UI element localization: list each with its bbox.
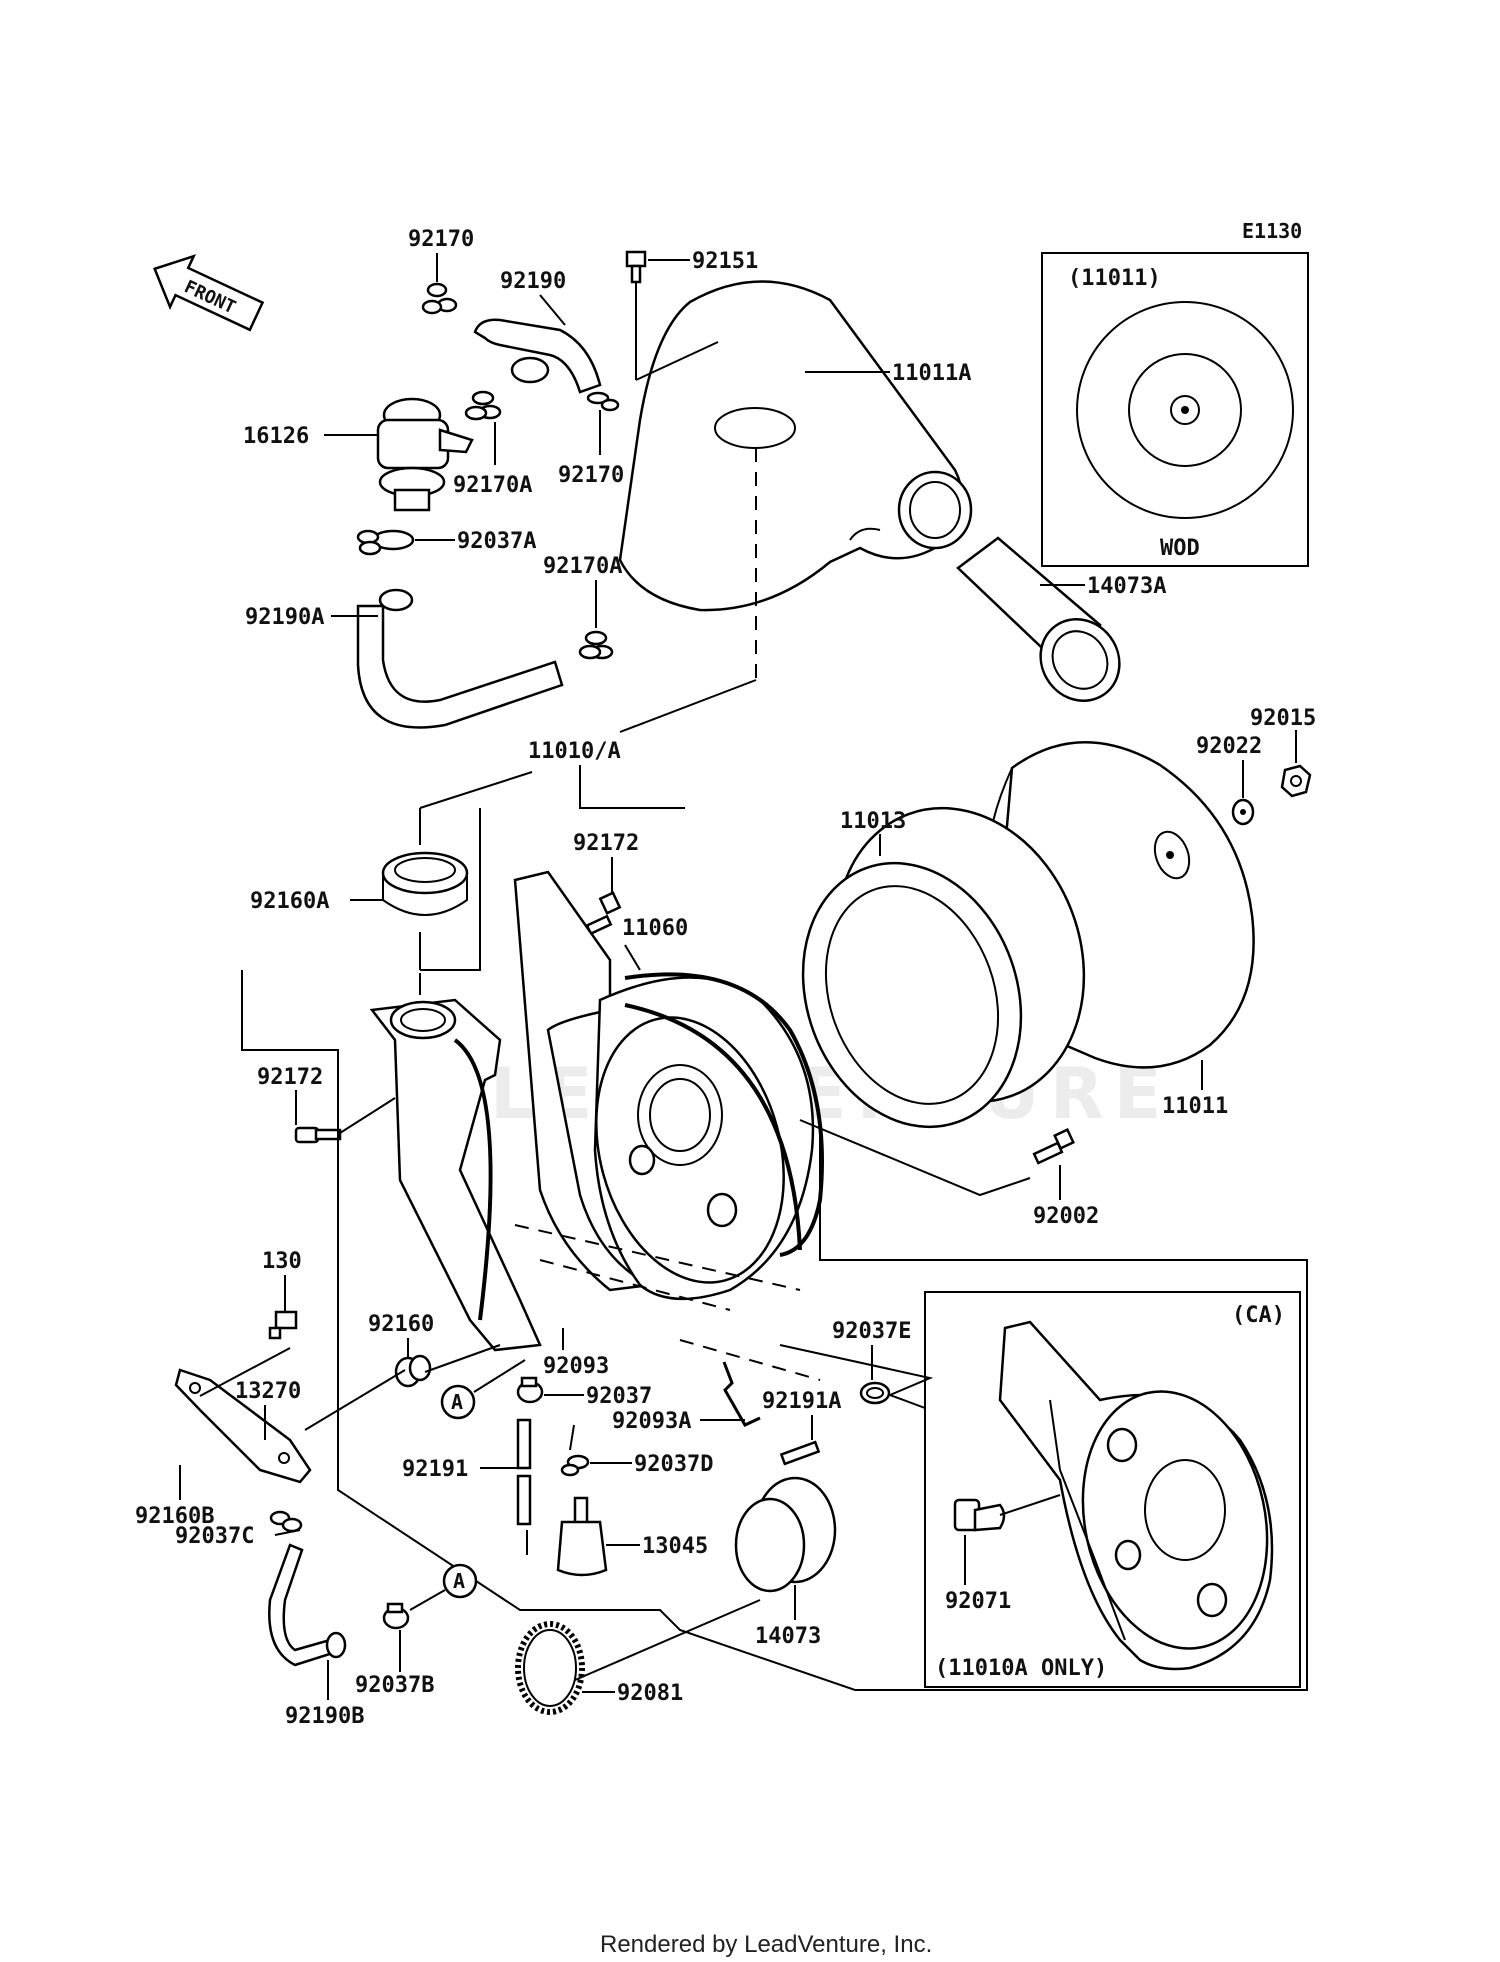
label-92172-top: 92172 [573,831,639,856]
bolt-92151-icon [625,250,647,284]
inset-ca-box [924,1291,1301,1688]
label-92022: 92022 [1196,734,1262,759]
clip-92037A-icon [356,529,415,556]
label-92160A: 92160A [250,889,329,914]
bolt-130-icon [268,1310,298,1340]
label-16126: 16126 [243,424,309,449]
clamp-92037B-icon [382,1602,410,1630]
inset-11011-box [1041,252,1309,567]
housing-ca-icon [998,1320,1274,1671]
label-92037C: 92037C [175,1524,254,1549]
inset-11011-title: (11011) [1068,266,1161,291]
label-92190: 92190 [500,269,566,294]
clip-92037D-icon [560,1454,590,1477]
bolt-92172-left-icon [294,1126,342,1144]
gasket-11060-icon [624,972,824,1257]
cap-13045-icon [556,1496,608,1577]
marker-a-lower-icon: A [442,1563,478,1599]
label-92151: 92151 [692,249,758,274]
label-92170A-2: 92170A [543,554,622,579]
nut-92015-icon [1280,764,1312,798]
footer-credit: Rendered by LeadVenture, Inc. [600,1931,932,1958]
label-92037E: 92037E [832,1319,911,1344]
label-92172-left: 92172 [257,1065,323,1090]
bolt-92002-icon [1032,1128,1075,1165]
label-11013: 11013 [840,809,906,834]
inset-11011-caption: WOD [1160,536,1200,561]
label-92190B: 92190B [285,1704,364,1729]
label-92037A: 92037A [457,529,536,554]
marker-a-upper-icon: A [440,1384,476,1420]
duct-14073A-icon [956,536,1121,702]
label-92081: 92081 [617,1681,683,1706]
label-92093A: 92093A [612,1409,691,1434]
washer-92022-icon [1231,798,1255,826]
fitting-92071-icon [953,1498,1006,1532]
label-11011A: 11011A [892,361,971,386]
label-92170-mid: 92170 [558,463,624,488]
bolt-92172-top-icon [585,891,622,936]
diagram-code: E1130 [1242,219,1302,243]
label-92002: 92002 [1033,1204,1099,1229]
valve-16126-icon [376,397,474,512]
hose-92190-icon [473,318,602,394]
clip-92170-icon [421,282,458,315]
pipe-92191-icon [516,1418,532,1526]
inset-ca-caption: (11010A ONLY) [935,1656,1107,1681]
label-13045: 13045 [642,1534,708,1559]
duct-14073-icon [734,1476,837,1593]
label-11060: 11060 [622,916,688,941]
label-92190A: 92190A [245,605,324,630]
label-92071: 92071 [945,1589,1011,1614]
band-92081-icon [515,1621,585,1715]
label-92170-top: 92170 [408,227,474,252]
intake-tube-icon [369,998,542,1352]
label-92191: 92191 [402,1457,468,1482]
bracket-13270-icon [174,1368,312,1484]
label-92093: 92093 [543,1354,609,1379]
hose-92190B-icon [268,1543,347,1667]
label-92160B: 92160B [135,1504,214,1529]
label-92037B: 92037B [355,1673,434,1698]
wire-92093A-icon [722,1361,761,1427]
label-92037: 92037 [586,1384,652,1409]
air-filter-wod-icon [1076,301,1294,519]
label-92170A: 92170A [453,473,532,498]
inset-ca-title: (CA) [1232,1303,1285,1328]
label-92191A: 92191A [762,1389,841,1414]
label-92160: 92160 [368,1312,434,1337]
clip-92170A-2-icon [578,630,614,660]
label-92015: 92015 [1250,706,1316,731]
front-arrow-icon: FRONT [153,254,265,332]
label-11011: 11011 [1162,1094,1228,1119]
label-14073: 14073 [755,1624,821,1649]
filter-11013-icon [801,806,1086,1129]
label-92037D: 92037D [634,1452,713,1477]
clamp-92037-icon [516,1376,544,1404]
label-13270: 13270 [235,1379,301,1404]
clip-92170A-icon [464,390,502,421]
clip-92037C-icon [269,1510,303,1533]
marker-a-lower-text: A [453,1569,465,1593]
pipe-92191A-icon [779,1440,821,1466]
cover-11011A-icon [618,280,973,612]
label-11010A: 11010/A [528,739,621,764]
seal-92160A-icon [381,851,469,916]
hose-92190A-icon [356,588,564,729]
label-14073A: 14073A [1087,574,1166,599]
label-130: 130 [262,1249,302,1274]
clamp-92037E-icon [859,1381,891,1405]
clip-92170-mid-icon [586,391,620,412]
marker-a-upper-text: A [451,1390,463,1414]
